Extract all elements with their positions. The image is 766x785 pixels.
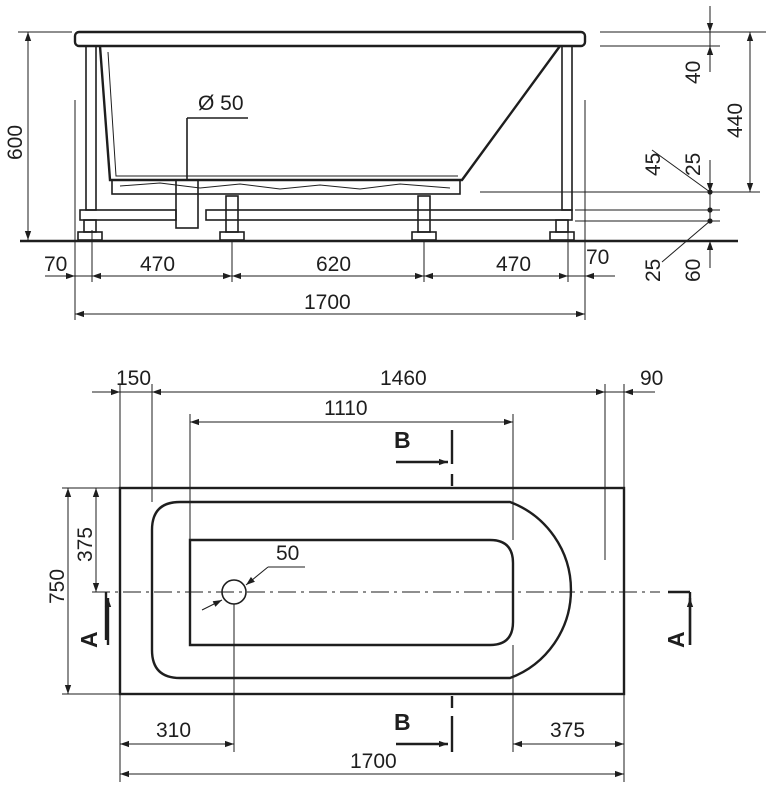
- dim-right-70: 70: [586, 246, 609, 269]
- base-board: [111, 179, 461, 195]
- tub-basin: [188, 538, 515, 647]
- dim-rim-40: 40: [682, 61, 705, 84]
- dim-seg-right-470: 470: [496, 253, 531, 276]
- section-b-top: B: [394, 427, 411, 453]
- tub-body: [98, 45, 561, 182]
- dim-drain-50: 50: [276, 542, 299, 565]
- dim-inner-1460: 1460: [380, 367, 427, 390]
- dim-depth-440: 440: [724, 103, 747, 138]
- frame-rail-left: [79, 209, 177, 221]
- dim-half-375: 375: [74, 527, 97, 562]
- dim-seg-left-470: 470: [140, 253, 175, 276]
- tub-inner-rim: [150, 500, 573, 680]
- right-post: [561, 45, 573, 211]
- dim-45: 45: [642, 153, 665, 176]
- section-a-right: A: [663, 631, 689, 648]
- dim-height-600: 600: [4, 125, 27, 160]
- dim-overall-1700-top: 1700: [350, 750, 397, 773]
- dim-overall-1700-side: 1700: [304, 291, 351, 314]
- dim-25-top: 25: [682, 153, 705, 176]
- dim-right-rim-90: 90: [640, 367, 663, 390]
- dim-25-bottom: 25: [642, 259, 665, 282]
- dim-basin-1110: 1110: [324, 397, 368, 420]
- side-view: Ø 50 600 40 440 25: [4, 6, 766, 320]
- dim-width-750: 750: [46, 569, 69, 604]
- dim-left-rim-150: 150: [116, 367, 151, 390]
- drain-label: Ø 50: [198, 92, 244, 115]
- dim-left-70: 70: [44, 253, 67, 276]
- left-post: [85, 45, 97, 211]
- top-view: 50 150 1460 90 1110 750 375 A A: [46, 367, 694, 782]
- section-a-left: A: [76, 631, 102, 648]
- tub-inner-line: [107, 51, 458, 177]
- tub-outline: [118, 486, 626, 696]
- dim-drain-310: 310: [156, 719, 191, 742]
- base-grain: [119, 182, 451, 190]
- dim-foot-60: 60: [682, 259, 705, 282]
- tub-rim: [73, 30, 587, 48]
- frame-rail-right: [205, 209, 573, 221]
- tub-feet: [77, 195, 575, 241]
- dim-right-375: 375: [550, 719, 585, 742]
- dim-seg-mid-620: 620: [316, 253, 351, 276]
- section-b-bottom: B: [394, 709, 411, 735]
